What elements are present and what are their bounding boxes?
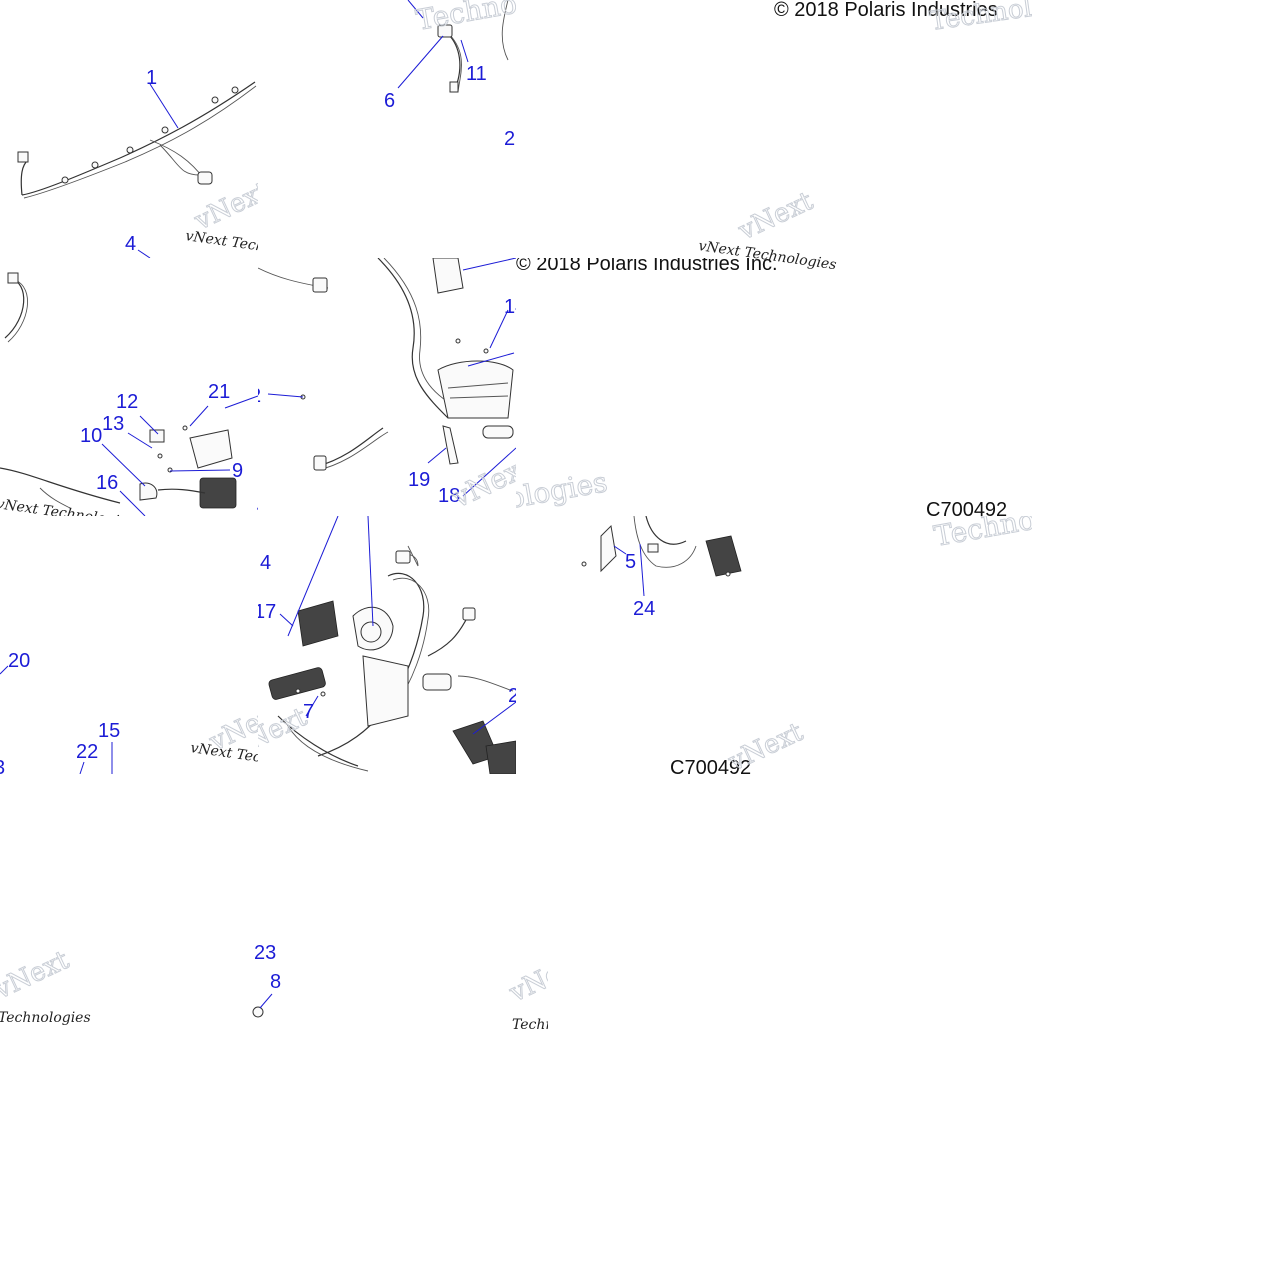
callout-4: 4: [125, 233, 136, 255]
watermark-technologies-4: Technologies: [931, 516, 1032, 553]
callout-2-top: 2: [504, 128, 515, 150]
watermark-logo-6: vNext: [723, 717, 808, 774]
bottom-drawing: 23 8 vNext vNext Technologies Technologi…: [0, 942, 548, 1032]
watermark-logo-8: vNext: [504, 948, 548, 1009]
callout-8: 8: [270, 971, 281, 993]
diagram-tile-harness-front: 1 4 vNext Technologies vNext: [0, 0, 258, 258]
watermark-technologies-3: Technologies: [516, 465, 610, 516]
callout-24: 24: [633, 598, 655, 620]
callout-14: 14: [504, 296, 516, 318]
callout-19: 19: [408, 469, 430, 491]
watermark-logo-7: vNext: [0, 945, 74, 1006]
diagram-tile-ecu: 12 13 21 10 9 16 3 vNext Technologies: [0, 258, 258, 516]
diagram-tile-connector: 6 11 2 Technologies: [258, 0, 516, 258]
diagram-code-2: C700492: [926, 499, 1007, 516]
callout-2-lower: 2: [508, 685, 516, 707]
watermark-small-text: vNext Technologies: [184, 228, 258, 258]
callout-10: 10: [80, 425, 102, 447]
diagram-tile-engine: 4 17 7 2 vNext: [258, 516, 516, 774]
copyright-text-2: © 2018 Polaris Industries Inc.: [516, 258, 778, 275]
watermark-small-text-2: vNext Technologies: [697, 238, 837, 258]
watermark-logo: vNext: [189, 176, 258, 237]
callout-3: 3: [256, 503, 258, 516]
diagram-tile-lower-left: 20 15 22 3 vNext Technologies vNext: [0, 516, 258, 774]
callout-18: 18: [438, 485, 460, 507]
callout-20: 20: [8, 650, 30, 672]
callout-15: 15: [98, 720, 120, 742]
callout-6: 6: [384, 90, 395, 112]
diagram-tile-bracket: 5 24 C700492 Technologies vNext: [516, 516, 1032, 774]
diagram-tile-copyright-2: © 2018 Polaris Industries Inc. vNext Tec…: [516, 258, 1032, 516]
callout-21: 21: [208, 381, 230, 403]
callout-3-lower: 3: [0, 757, 5, 774]
engine-drawing: 4 17 7 2 vNext: [258, 516, 516, 774]
copyright-area: © 2018 Polaris Industries Technologies v…: [697, 0, 1032, 258]
harness-front-drawing: 1 4 vNext Technologies vNext: [17, 67, 258, 258]
callout-2-mid: 2: [258, 385, 261, 407]
callout-4-lower: 4: [260, 552, 271, 574]
watermark-small-text-7: Technologies: [512, 1017, 548, 1032]
callout-13: 13: [102, 413, 124, 435]
lower-left-drawing: 20 15 22 3 vNext Technologies vNext: [0, 650, 258, 774]
diagram-code: C700492: [670, 757, 751, 774]
callout-17: 17: [258, 601, 276, 623]
watermark-small-text-6: Technologies: [0, 1010, 91, 1026]
callout-5: 5: [625, 551, 636, 573]
watermark-small-text-3: vNext Technologies: [0, 496, 135, 516]
callout-16: 16: [96, 472, 118, 494]
callout-12: 12: [116, 391, 138, 413]
watermark-logo-2: vNext: [733, 186, 818, 247]
callout-1: 1: [146, 67, 157, 89]
copyright-text: © 2018 Polaris Industries: [774, 0, 998, 21]
ecu-drawing: 12 13 21 10 9 16 3 vNext Technologies: [0, 272, 258, 516]
callout-7: 7: [303, 701, 314, 723]
diagram-tile-bottom: 23 8 vNext vNext Technologies Technologi…: [0, 774, 548, 1032]
watermark-technologies: Technologies: [413, 0, 516, 37]
connector-drawing: 6 11 2 Technologies: [384, 0, 516, 150]
diagram-tile-copyright: © 2018 Polaris Industries Technologies v…: [516, 0, 1032, 258]
diagram-tile-throttle: 14 2 19 18 © 2018 Polaris Industries Inc…: [258, 258, 516, 516]
callout-11: 11: [466, 63, 487, 85]
callout-9: 9: [232, 460, 243, 482]
watermark-technologies-2: Technologies: [928, 0, 1032, 37]
callout-22: 22: [76, 741, 98, 763]
copyright-area-2: © 2018 Polaris Industries Inc. vNext Tec…: [516, 258, 1007, 516]
callout-23: 23: [254, 942, 276, 964]
bracket-drawing: 5 24 C700492 Technologies vNext: [581, 516, 1032, 774]
throttle-drawing: 14 2 19 18 © 2018 Polaris Industries Inc…: [258, 258, 516, 515]
